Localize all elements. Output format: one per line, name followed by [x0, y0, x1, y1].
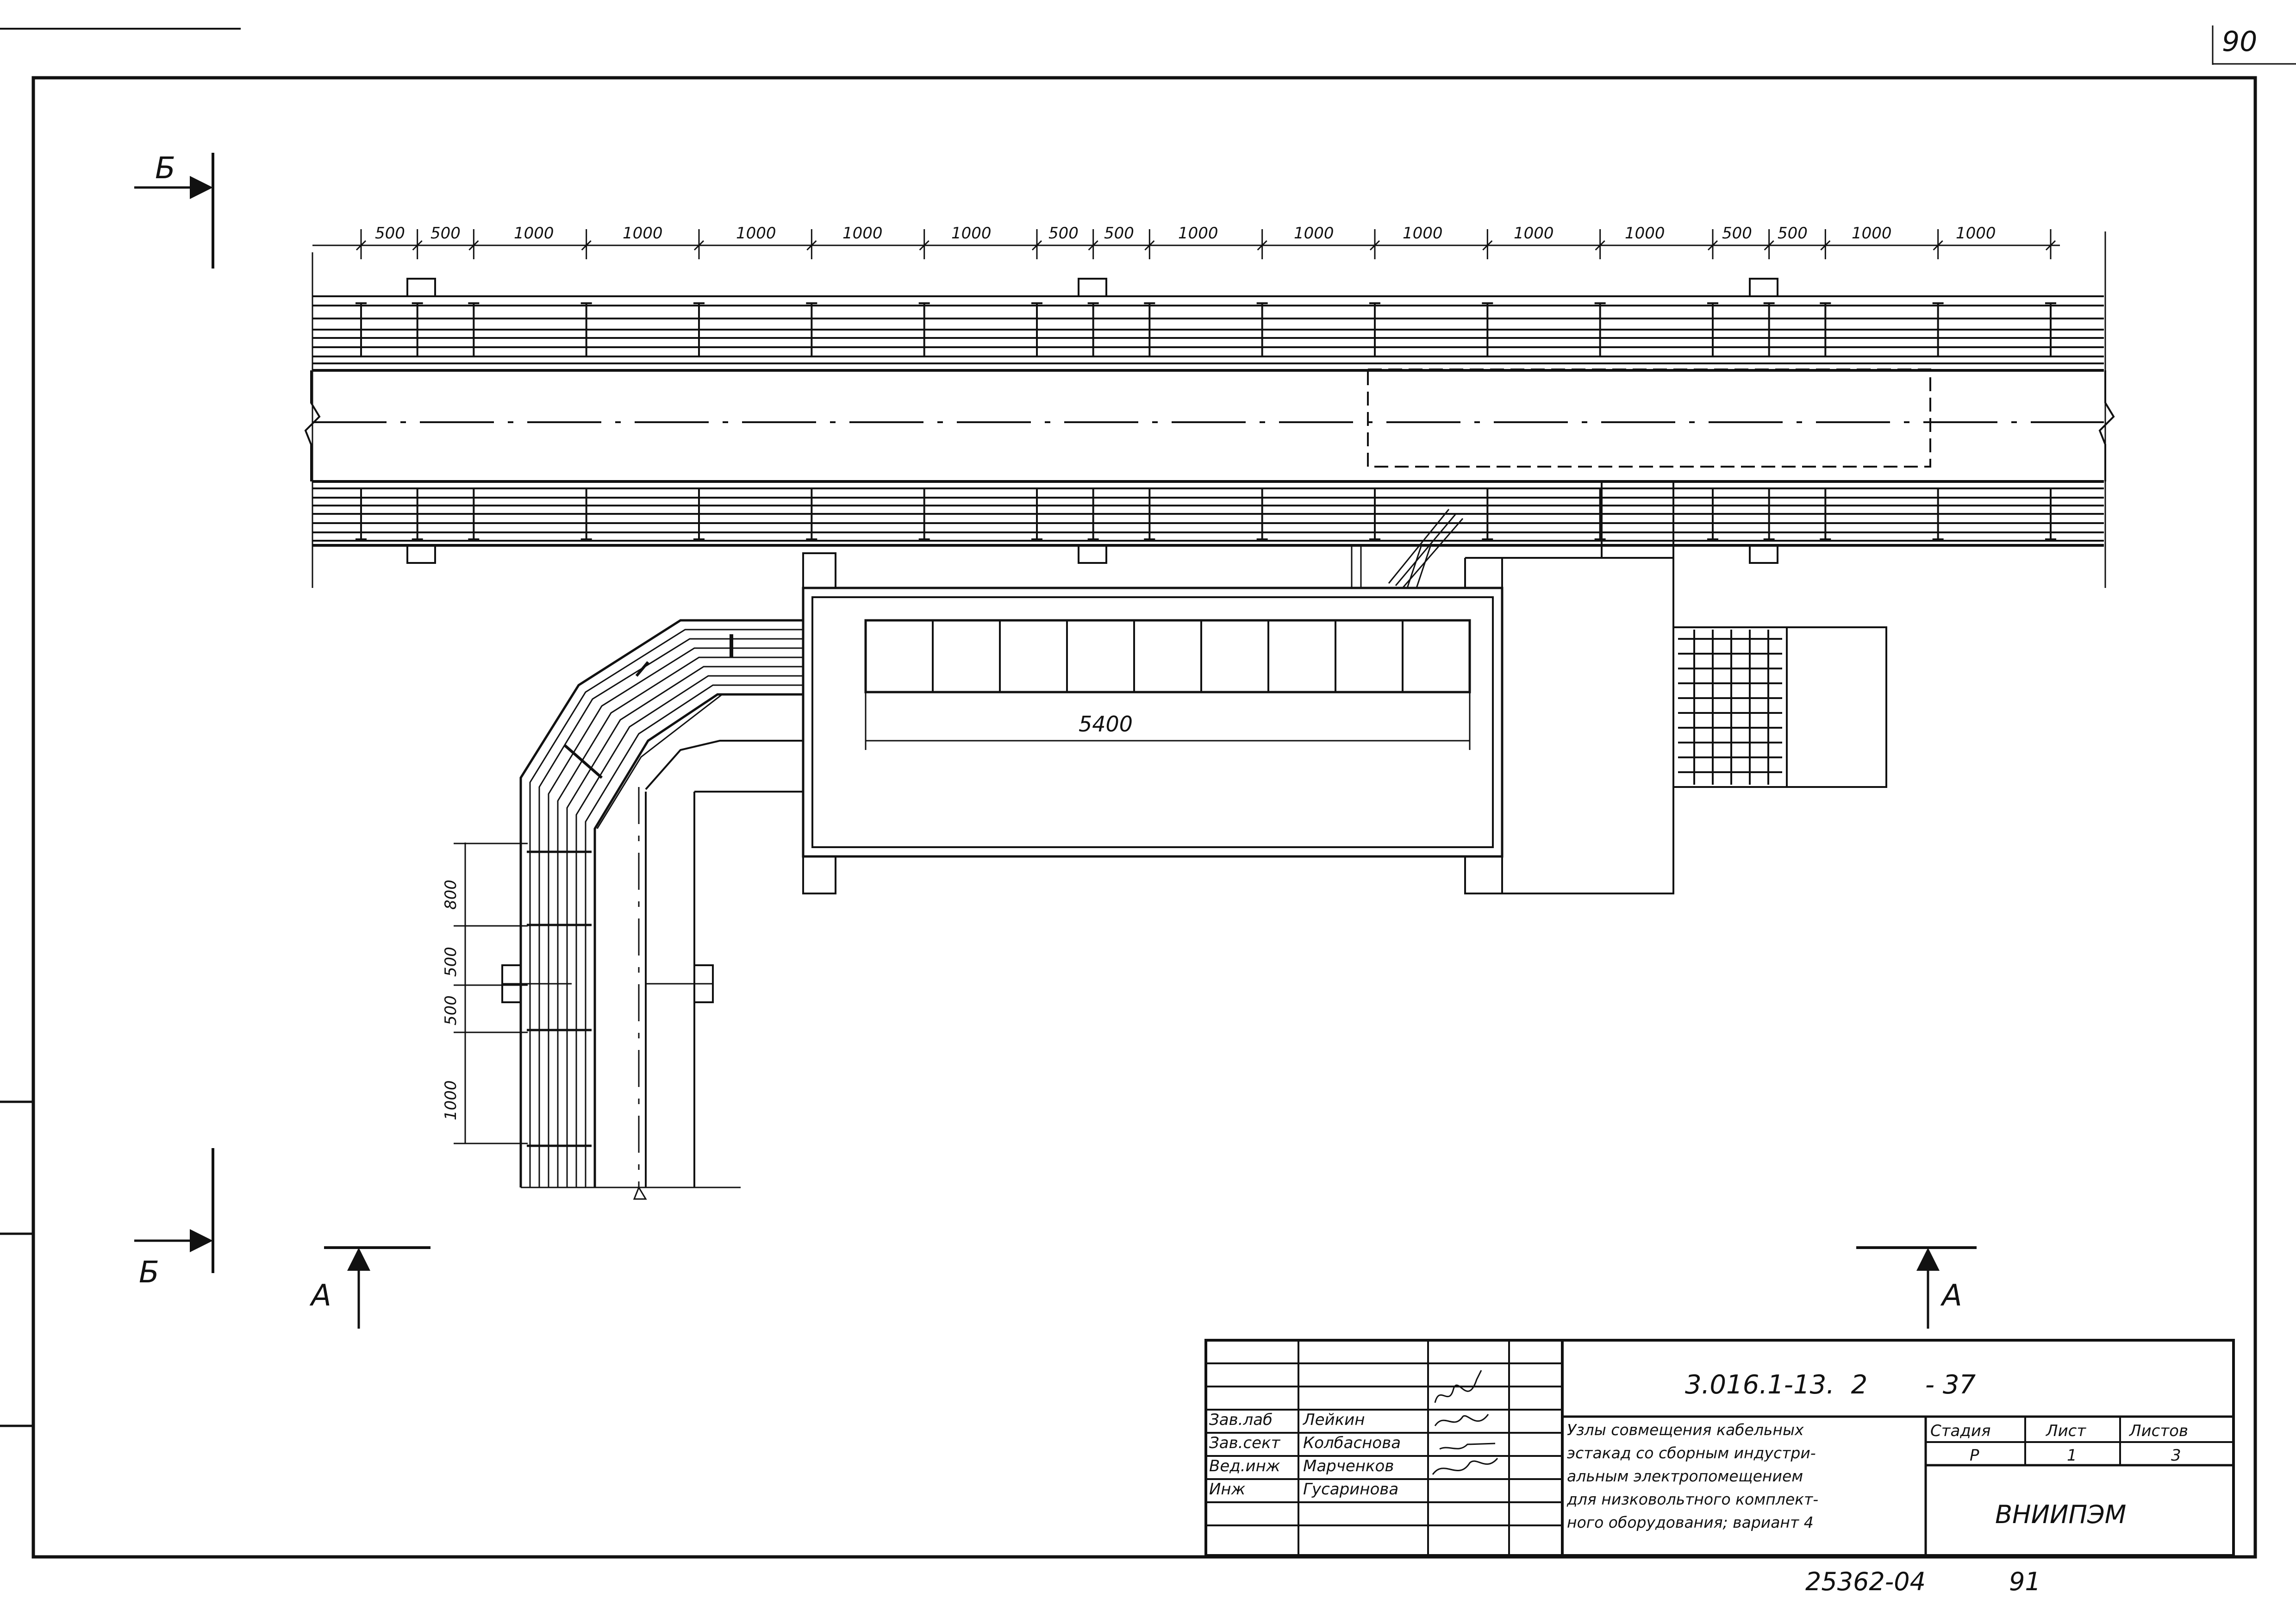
sheets-value: 3 [2171, 1446, 2181, 1465]
dim-label: 1000 [623, 224, 663, 243]
section-label-b-top: Б [155, 151, 175, 186]
stage-header: Стадия [1930, 1422, 1990, 1440]
dim-label: 1000 [1178, 224, 1218, 243]
dim-tick-slash [1088, 240, 1098, 251]
dim-tick-slash [919, 240, 930, 251]
dim-tick-slash [1144, 240, 1155, 251]
dim-label: 500 [1048, 224, 1079, 243]
dim-label: 1000 [1956, 224, 1996, 243]
title-line: эстакад со сборным индустри- [1567, 1444, 1816, 1462]
dim-tick-slash [1933, 240, 1943, 251]
title-line: альным электропомещением [1567, 1467, 1803, 1485]
dim-label: 1000 [1625, 224, 1665, 243]
role-position: Инж [1209, 1480, 1246, 1499]
dim-label: 500 [375, 224, 405, 243]
role-name: Гусаринова [1303, 1480, 1398, 1499]
dim-tick-slash [1707, 240, 1718, 251]
transition-zone-dashed [1367, 369, 1931, 468]
branch-cable-route [519, 619, 803, 1200]
cable-drop [1351, 509, 1464, 588]
dim-label: 1000 [1852, 224, 1892, 243]
dim-label: 500 [1722, 224, 1752, 243]
sheets-header: Листов [2128, 1422, 2188, 1440]
dim-tick-slash [412, 240, 423, 251]
dim-tick-slash [356, 240, 367, 251]
section-label-a-left: А [309, 1279, 331, 1313]
section-mark-b-top [134, 153, 214, 269]
role-position: Вед.инж [1209, 1457, 1280, 1475]
dim-label: 1000 [736, 224, 776, 243]
dim-tick-slash [693, 240, 705, 251]
dim-label: 1000 [1403, 224, 1443, 243]
trestle-posts [356, 302, 2056, 540]
support-plate [1749, 544, 1778, 564]
side-dim-label: 500 [442, 947, 460, 977]
side-dim-label: 800 [442, 880, 460, 910]
title-block [1204, 1339, 2235, 1557]
role-name: Колбаснова [1303, 1434, 1401, 1452]
dim-tick-slash [581, 240, 592, 251]
bottom-page-number: 91 [2009, 1567, 2041, 1596]
title-line: для низковольтного комплект- [1566, 1490, 1818, 1508]
dim-tick-slash [1369, 240, 1380, 251]
role-position: Зав.сект [1209, 1434, 1281, 1452]
title-line: Узлы совмещения кабельных [1567, 1421, 1804, 1439]
dim-label: 500 [1104, 224, 1134, 243]
archive-number: 25362-04 [1805, 1567, 1926, 1596]
side-dim-label: 1000 [442, 1080, 460, 1120]
role-name: Марченков [1303, 1457, 1394, 1475]
section-mark-b-bottom [134, 1148, 214, 1273]
room-length-label: 5400 [1079, 712, 1133, 737]
role-name: Лейкин [1302, 1411, 1365, 1429]
electrical-room [802, 552, 1504, 894]
dim-tick-slash [1031, 240, 1042, 251]
support-plate [406, 278, 436, 297]
dim-tick-slash [1482, 240, 1493, 251]
dim-label: 500 [430, 224, 461, 243]
role-position: Зав.лаб [1209, 1411, 1273, 1429]
sheet-header: Лист [2045, 1422, 2086, 1440]
signature-marks [1432, 1370, 1498, 1475]
page-number: 90 [2222, 25, 2257, 58]
dim-label: 1000 [1514, 224, 1554, 243]
dim-label: 1000 [951, 224, 992, 243]
document-code: 3.016.1-13. 2 - 37 [1685, 1370, 1976, 1400]
dim-tick-slash [2045, 240, 2056, 251]
annex-block [1464, 481, 1887, 894]
dim-label: 1000 [1294, 224, 1334, 243]
dim-tick-slash [1764, 240, 1774, 251]
support-plate [1749, 278, 1778, 297]
side-dim-label: 500 [442, 995, 460, 1025]
support-plate [1078, 544, 1107, 564]
support-plate [406, 544, 436, 564]
section-label-a-right: А [1940, 1279, 1962, 1313]
dim-label: 1000 [842, 224, 883, 243]
dim-tick-slash [468, 240, 479, 251]
section-label-b-bottom: Б [139, 1255, 159, 1290]
dim-tick-slash [1257, 240, 1267, 251]
dim-label: 500 [1778, 224, 1808, 243]
section-mark-a-right [1856, 1246, 1977, 1329]
organization-name: ВНИИПЭМ [1995, 1500, 2126, 1529]
branch-supports [501, 634, 733, 1147]
cable-trestle [304, 231, 2115, 588]
title-line: ного оборудования; вариант 4 [1567, 1513, 1814, 1531]
dim-label: 1000 [514, 224, 554, 243]
section-mark-a-left [324, 1246, 430, 1329]
stage-value: Р [1970, 1446, 1979, 1465]
dim-tick-slash [1595, 240, 1605, 251]
sheet-frame [31, 76, 2257, 1559]
support-plate [1078, 278, 1107, 297]
dim-tick-slash [1820, 240, 1831, 251]
sheet-value: 1 [2067, 1446, 2077, 1465]
dim-tick-slash [806, 240, 817, 251]
